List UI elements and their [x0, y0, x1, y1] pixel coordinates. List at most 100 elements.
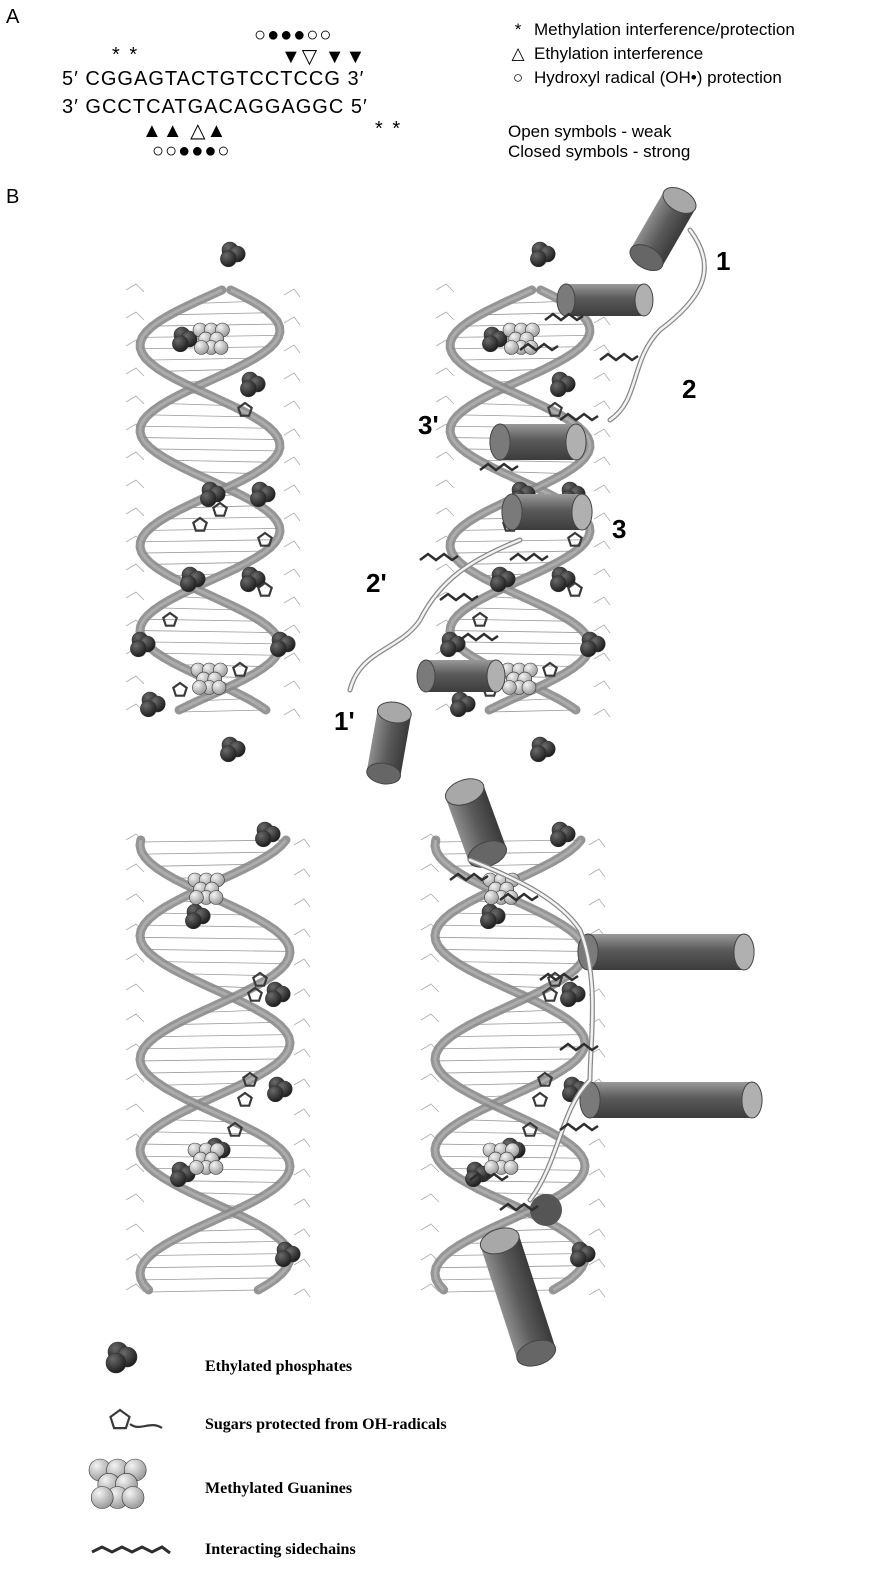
alpha-helix-middle-2	[580, 1082, 762, 1118]
ethylated-phosphate	[140, 692, 165, 717]
interacting-sidechain	[440, 594, 478, 600]
alpha-helix-upper	[442, 774, 510, 872]
protected-sugar	[233, 663, 246, 676]
ethylated-phosphate	[560, 982, 585, 1007]
helix-label-3-prime: 3'	[418, 410, 439, 441]
legend-ethylated-phosphates: Ethylated phosphates	[205, 1358, 352, 1376]
base-pair	[141, 540, 277, 542]
protected-sugar	[193, 518, 206, 531]
ethylated-phosphate	[550, 822, 575, 847]
protected-sugar	[173, 683, 186, 696]
ethylated-phosphate	[185, 904, 210, 929]
base-pair	[145, 358, 255, 360]
helix-label-1: 1	[716, 246, 730, 277]
base-pair	[440, 1071, 562, 1073]
base-pair	[140, 631, 272, 633]
base-pair	[447, 864, 548, 866]
helix-label-2-prime: 2'	[366, 568, 387, 599]
base-pair	[454, 1035, 583, 1037]
methylated-guanine	[188, 873, 224, 905]
ethylated-phosphate	[550, 372, 575, 397]
base-pair	[142, 438, 278, 440]
base-pair	[149, 1290, 258, 1292]
base-pair	[439, 925, 563, 927]
ethylated-phosphate	[580, 632, 605, 657]
base-pair	[142, 852, 273, 854]
ethylated-phosphate	[265, 982, 290, 1007]
base-pair	[144, 642, 279, 644]
ethylated-phosphate	[530, 737, 555, 762]
base-pair	[140, 937, 283, 939]
interacting-sidechain	[560, 1124, 598, 1130]
base-pair	[152, 1254, 289, 1256]
ethylated-phosphate	[220, 242, 245, 267]
base-pair	[455, 962, 582, 964]
base-pair	[141, 551, 266, 553]
sugar-ring-icon	[111, 1410, 130, 1428]
interacting-sidechain	[510, 554, 548, 560]
base-pair	[159, 1035, 288, 1037]
alpha-helix-lower	[477, 1223, 559, 1370]
ethylated-phosphate	[240, 567, 265, 592]
base-pair	[144, 925, 268, 927]
protected-sugar	[258, 533, 271, 546]
ethylated-phosphate	[530, 242, 555, 267]
alpha-helix-3-prime	[490, 424, 586, 460]
methylated-guanine	[191, 663, 227, 695]
base-pair	[179, 710, 266, 712]
base-pair	[467, 608, 547, 610]
base-pair	[150, 562, 248, 564]
base-pair	[152, 864, 253, 866]
legend-sugars-protected: Sugars protected from OH-radicals	[205, 1416, 447, 1434]
methylated-guanine	[483, 1143, 519, 1175]
base-pair	[142, 1266, 288, 1268]
methylated-guanine	[188, 1143, 224, 1175]
ethylated-phosphate	[250, 482, 275, 507]
alpha-helix-end-view	[530, 1194, 562, 1226]
base-pair	[160, 962, 287, 964]
base-pair	[455, 358, 565, 360]
base-pair	[169, 460, 273, 462]
protected-sugar	[543, 663, 556, 676]
sidechain-icon	[92, 1547, 170, 1553]
base-pair	[467, 653, 588, 655]
alpha-helix-1-prime	[365, 699, 413, 786]
base-pair	[141, 426, 268, 428]
base-pair	[435, 937, 578, 939]
base-pair	[145, 1071, 267, 1073]
base-pair	[151, 449, 279, 451]
base-pair	[489, 710, 576, 712]
ethylated-phosphate	[270, 632, 295, 657]
alpha-helix-middle-1	[578, 934, 754, 970]
ethylated-phosphate	[240, 372, 265, 397]
protected-sugar	[213, 503, 226, 516]
base-pair	[458, 415, 560, 417]
base-pair	[144, 619, 257, 621]
base-pair	[141, 1278, 277, 1280]
base-pair	[150, 528, 280, 530]
base-pair	[179, 1022, 276, 1024]
helix-label-2: 2	[682, 374, 696, 405]
interacting-sidechain	[600, 354, 638, 360]
ethylated-phosphate	[550, 567, 575, 592]
protected-sugar	[238, 1093, 251, 1106]
alpha-helix-3	[502, 494, 592, 530]
base-pair	[479, 460, 583, 462]
base-pair	[454, 619, 567, 621]
base-pair	[146, 949, 290, 951]
base-pair	[450, 631, 582, 633]
ethylated-phosphate-icon	[106, 1342, 137, 1373]
alpha-helix-2-prime	[417, 660, 505, 692]
interacting-sidechain	[460, 634, 498, 640]
alpha-helix-2	[557, 284, 653, 316]
ethylated-phosphate	[220, 737, 245, 762]
base-pair	[171, 1241, 282, 1243]
protected-sugar	[533, 1093, 546, 1106]
methylated-guanine	[501, 663, 537, 695]
base-pair	[474, 1022, 571, 1024]
base-pair	[441, 949, 585, 951]
base-pair	[140, 1059, 282, 1061]
ethylated-phosphate	[480, 904, 505, 929]
base-pair	[157, 608, 237, 610]
